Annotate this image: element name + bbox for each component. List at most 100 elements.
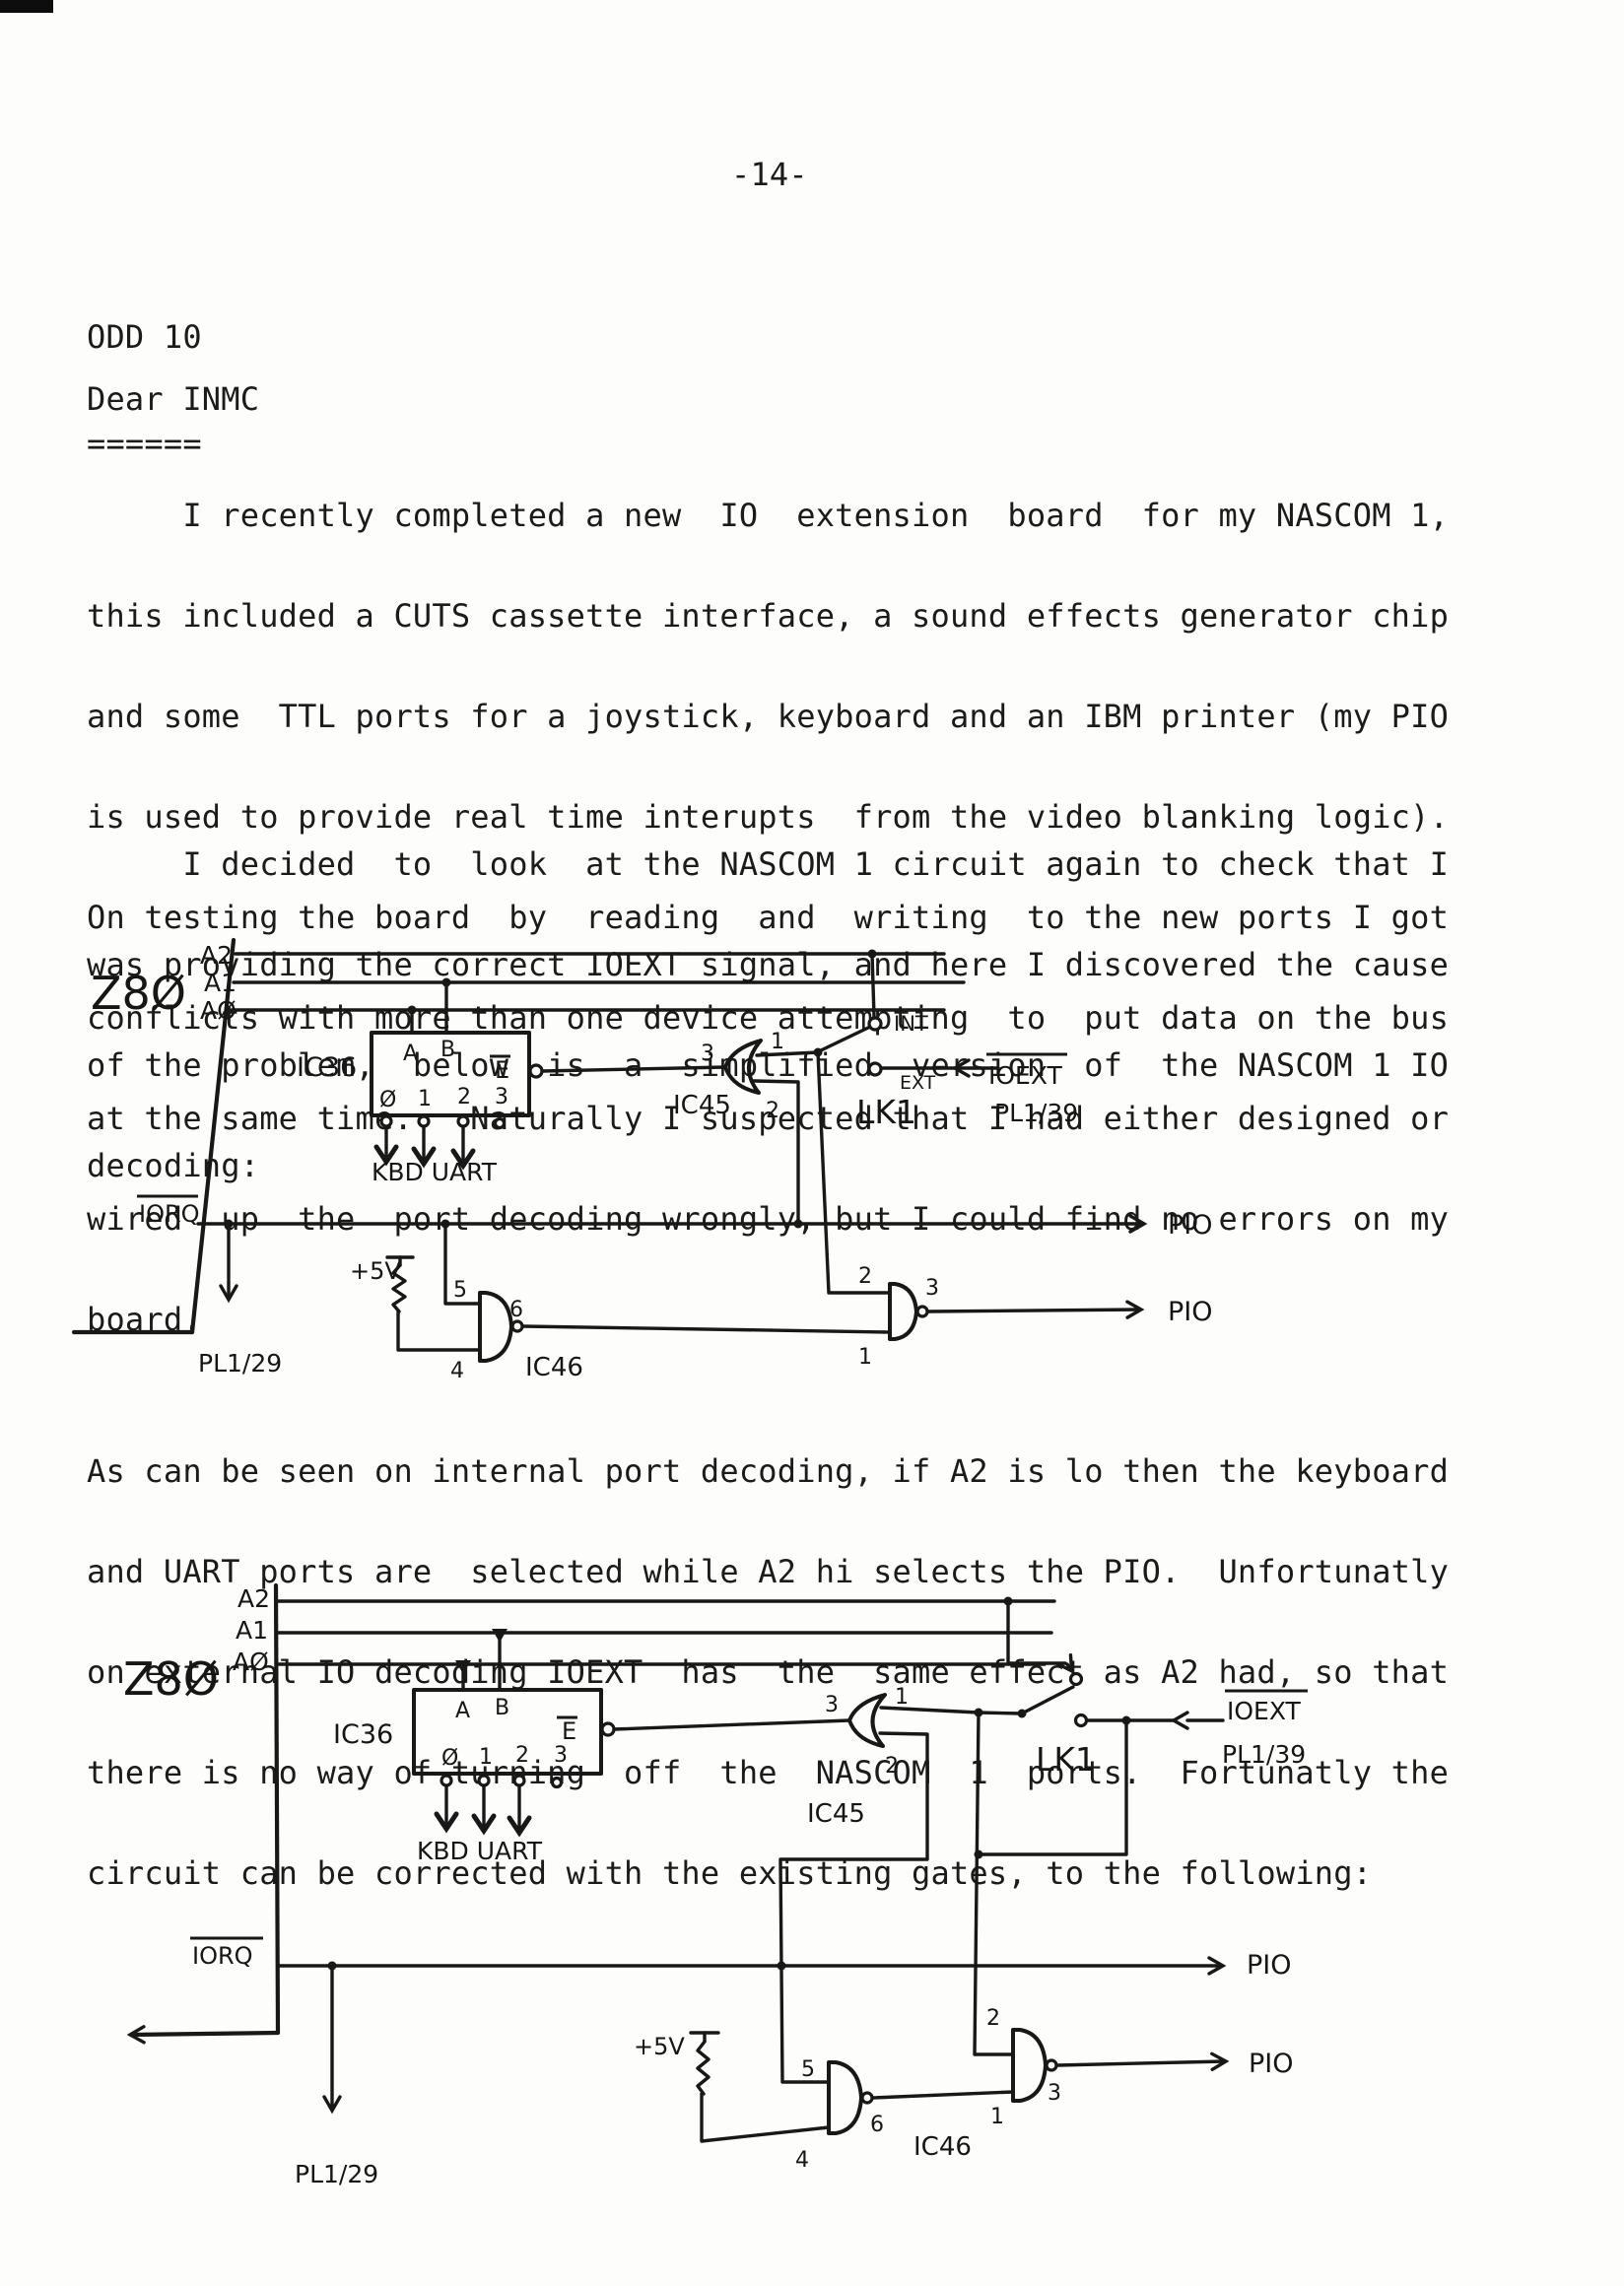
ic45-pin3: 3 (701, 1042, 714, 1066)
ext-label: EXT (900, 1072, 936, 1094)
address-bus (276, 1599, 1056, 1692)
ic46-gate-b: 2 3 PIO (986, 2006, 1294, 2106)
pio-label-bottom: PIO (1249, 2049, 1294, 2079)
pin5-label: 5 (801, 2057, 815, 2082)
ic36-input-a: A (403, 1042, 418, 1066)
address-bus (230, 952, 966, 1035)
pio-label-bottom: PIO (1168, 1297, 1213, 1327)
ic36-input-b: B (495, 1696, 509, 1720)
addr-a2-label: A2 (237, 1584, 270, 1613)
lk1-link: LK1 IOEXT PL1/39 (974, 1596, 1308, 1859)
heading-underline: ====== (87, 425, 202, 462)
paragraph-2: I decided to look at the NASCOM 1 circui… (87, 780, 1449, 1249)
pullup-resistor: +5V (634, 2031, 831, 2143)
paragraph-1: I recently completed a new IO extension … (87, 432, 1449, 1403)
letter-heading: ODD 10 ====== (87, 248, 202, 532)
pin1-label: 1 (990, 2105, 1004, 2129)
ic36-out2: 2 (515, 1743, 529, 1768)
paragraph-line: wired up the port decoding wrongly, but … (87, 1200, 1450, 1238)
pl39-label: PL1/39 (994, 1099, 1078, 1127)
ic45-pin2: 2 (885, 1754, 899, 1779)
z80-block: Z8Ø A2 A1 AØ (123, 1582, 281, 2045)
ic45-gate: 3 1 2 IC45 (778, 1685, 1027, 2084)
scan-artifact (0, 0, 53, 13)
iorq-label: IORQ (139, 1200, 200, 1228)
ic36-label: IC36 (297, 1052, 357, 1083)
lk1-label: LK1 (1036, 1740, 1096, 1779)
ic36-out3: 3 (495, 1085, 508, 1109)
addr-a2-label: A2 (200, 941, 233, 970)
paragraph-line: On testing the board by reading and writ… (87, 899, 1450, 936)
pullup-resistor: +5V (350, 1255, 482, 1352)
page-number: -14- (731, 156, 808, 193)
paragraph-line: is used to provide real time interupts f… (87, 798, 1450, 836)
paragraph-line: and UART ports are selected while A2 hi … (87, 1553, 1450, 1590)
pl29-label: PL1/29 (295, 2160, 378, 2188)
ic36-input-b: B (440, 1038, 455, 1062)
paragraph-line: As can be seen on internal port decoding… (87, 1452, 1450, 1490)
z80-block: Z8Ø A2 A1 AØ (71, 937, 237, 1335)
pl29-label: PL1/29 (198, 1349, 282, 1378)
addr-a0-label: AØ (233, 1647, 269, 1676)
pin6-label: 6 (509, 1298, 523, 1322)
ic45-pin3: 3 (825, 1693, 839, 1717)
lk1-label: LK1 (856, 1093, 916, 1131)
ic45-label: IC45 (807, 1799, 865, 1829)
ic45-gate: 3 1 2 IC45 (673, 1030, 892, 1295)
ic36-out3: 3 (554, 1743, 568, 1768)
ic36-enable: E (562, 1717, 576, 1745)
pin3-label: 3 (925, 1276, 939, 1301)
paragraph-line: and some TTL ports for a joystick, keybo… (87, 698, 1450, 735)
lk1-link: INT EXT LK1 IOEXT PL1/39 (819, 949, 1078, 1131)
pin3-label: 3 (1048, 2081, 1061, 2106)
ic36-enable: E (495, 1056, 509, 1084)
ic46a-label: IC46 (525, 1353, 583, 1382)
addr-a1-label: A1 (236, 1616, 268, 1645)
ic45-label: IC45 (673, 1091, 731, 1120)
iorq-line: IORQ PIO PL1/29 (137, 1194, 1213, 1378)
paragraph-line: of the problem, below is a simplified ve… (87, 1046, 1450, 1084)
kbd-uart-label: KBD UART (372, 1158, 498, 1186)
paragraph-line: circuit can be corrected with the existi… (87, 1854, 1373, 1892)
paragraph-line: at the same time. Naturally I suspected … (87, 1100, 1450, 1137)
pin4-label: 4 (450, 1359, 464, 1383)
paragraph-line: decoding: (87, 1147, 260, 1184)
ic45-pin2: 2 (766, 1099, 779, 1123)
ic36-decoder: IC36 A B E Ø 1 2 3 KBD UART (333, 1688, 851, 1865)
ic46-gate-a: 5 4 6 IC46 1 (795, 2057, 1015, 2173)
pin4-label: 4 (795, 2148, 809, 2173)
ic36-out0: Ø (379, 1088, 396, 1112)
ic45-pin1: 1 (895, 1685, 909, 1710)
ic36-out1: 1 (479, 1745, 493, 1770)
plus5v-label: +5V (634, 2033, 685, 2060)
ic36-out2: 2 (457, 1085, 471, 1109)
pl39-label: PL1/39 (1222, 1740, 1306, 1769)
salutation: Dear INMC (87, 380, 260, 418)
heading-text: ODD 10 (87, 318, 202, 356)
ic36-decoder: IC36 A B E Ø 1 2 3 KBD UART (297, 1031, 727, 1186)
pin2-label: 2 (858, 1264, 872, 1289)
cpu-label: Z8Ø (123, 1652, 219, 1706)
cpu-label: Z8Ø (91, 967, 186, 1020)
ic36-input-a: A (455, 1699, 470, 1723)
ic46-gate-a: 5 4 6 IC46 (440, 1219, 892, 1383)
pio-label-top: PIO (1168, 1210, 1213, 1241)
pin6-label: 6 (870, 2113, 884, 2137)
ioext-label: IOEXT (988, 1061, 1063, 1090)
circuit-diagram-1: Z8Ø A2 A1 AØ IC36 A B E Ø 1 2 3 (71, 937, 1213, 1383)
addr-a1-label: A1 (204, 969, 237, 997)
ic46-label: IC46 (914, 2132, 972, 2162)
int-label: INT (894, 1012, 928, 1036)
pin2-label: 2 (986, 2006, 1000, 2031)
paragraph-line: this included a CUTS cassette interface,… (87, 597, 1450, 635)
ic36-out0: Ø (441, 1746, 458, 1771)
kbd-uart-label: KBD UART (417, 1837, 543, 1865)
paragraph-line: I recently completed a new IO extension … (87, 497, 1450, 534)
pin1-label: 1 (858, 1345, 872, 1370)
ioext-label: IOEXT (1227, 1697, 1302, 1725)
circuit-diagram-2: Z8Ø A2 A1 AØ IC36 A B E Ø 1 2 3 (123, 1582, 1308, 2188)
pio-label-top: PIO (1247, 1950, 1292, 1981)
paragraph-line: I decided to look at the NASCOM 1 circui… (87, 845, 1450, 883)
iorq-label: IORQ (192, 1942, 253, 1970)
